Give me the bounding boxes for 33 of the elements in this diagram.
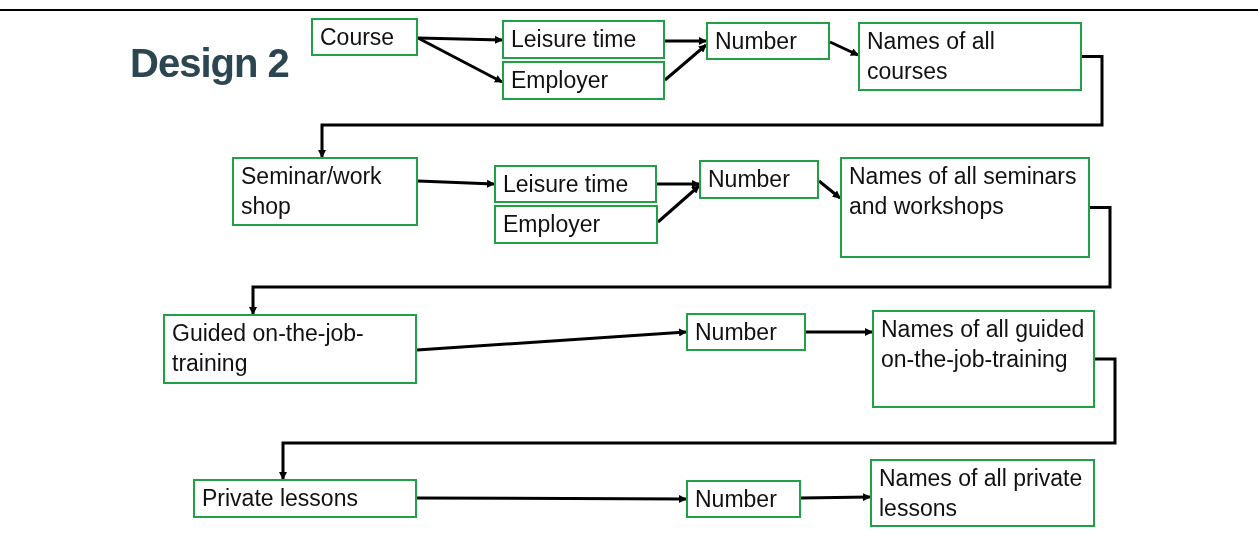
process-box: Course [311, 18, 418, 56]
arrow [279, 357, 1117, 480]
arrow [806, 328, 873, 336]
arrow [657, 184, 700, 224]
process-box: Names of all private lessons [870, 459, 1095, 527]
arrow [416, 328, 687, 352]
arrow [664, 43, 707, 82]
process-box: Guided on-the-job-training [163, 314, 417, 384]
arrow [417, 36, 503, 84]
process-box: Private lessons [193, 479, 417, 518]
process-box: Employer [502, 61, 665, 100]
arrow [829, 40, 859, 57]
arrow [249, 206, 1112, 315]
diagram-title: Design 2 [130, 40, 289, 87]
arrow [818, 179, 841, 200]
process-box: Leisure time [494, 165, 657, 203]
process-box: Number [706, 22, 830, 60]
process-box: Number [686, 313, 806, 351]
process-box: Employer [494, 205, 658, 244]
arrow [800, 493, 871, 502]
arrow [665, 37, 707, 45]
process-box: Names of all seminars and workshops [840, 157, 1090, 258]
process-box: Seminar/work shop [232, 157, 418, 226]
arrow [318, 55, 1104, 158]
process-box: Names of all courses [858, 22, 1082, 91]
arrow [417, 494, 687, 503]
process-box: Number [686, 480, 801, 518]
process-box: Leisure time [502, 20, 665, 59]
process-box: Number [699, 160, 819, 199]
arrow [417, 179, 495, 188]
arrow [417, 35, 503, 44]
process-box: Names of all guided on-the-job-training [872, 310, 1095, 408]
arrow [657, 180, 700, 188]
